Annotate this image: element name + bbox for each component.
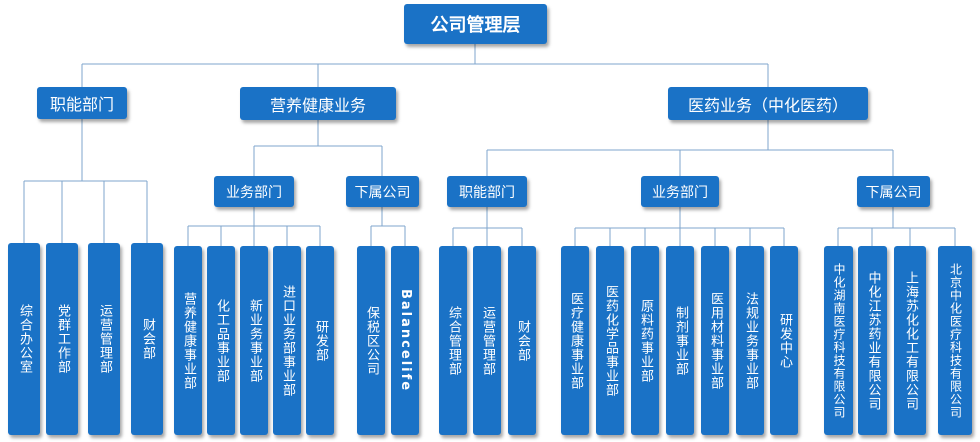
functional-unit-party: 党群工作部 <box>46 243 78 435</box>
pharma-business-dept-node: 业务部门 <box>641 176 719 207</box>
health-subsidiary-node: 下属公司 <box>346 176 419 207</box>
pharma-functional-ops: 运营管理部 <box>473 246 501 435</box>
health-unit-newbiz: 新业务事业部 <box>240 246 268 435</box>
pharma-unit-materials: 医用材料事业部 <box>701 246 729 435</box>
pharma-subsidiary-shanghai: 上海苏化化工有限公司 <box>894 246 926 435</box>
health-business-node: 营养健康业务 <box>240 87 396 120</box>
health-unit-nutrition: 营养健康事业部 <box>174 246 202 435</box>
functional-dept-node: 职能部门 <box>37 87 127 119</box>
pharma-functional-general: 综合管理部 <box>439 246 467 435</box>
health-unit-import: 进口业务部事业部 <box>273 246 301 435</box>
functional-unit-ops: 运营管理部 <box>88 243 120 435</box>
pharma-unit-regulatory: 法规业务事业部 <box>736 246 764 435</box>
health-unit-rnd: 研发部 <box>306 246 334 435</box>
pharma-functional-dept-node: 职能部门 <box>447 176 527 207</box>
pharma-unit-healthcare: 医疗健康事业部 <box>561 246 589 435</box>
pharma-business-node: 医药业务（中化医药） <box>668 87 868 120</box>
functional-unit-office: 综合办公室 <box>8 243 40 435</box>
pharma-unit-rnd-center: 研发中心 <box>770 246 798 435</box>
pharma-subsidiary-jiangsu: 中化江苏药业有限公司 <box>858 246 887 435</box>
health-unit-chemical: 化工品事业部 <box>207 246 235 435</box>
pharma-subsidiary-beijing: 北京中化医疗科技有限公司 <box>938 246 972 435</box>
pharma-subsidiary-hunan: 中化湖南医疗科技有限公司 <box>824 246 853 435</box>
pharma-functional-finance: 财会部 <box>508 246 536 435</box>
health-business-dept-node: 业务部门 <box>214 176 294 207</box>
functional-unit-finance: 财会部 <box>131 243 163 435</box>
pharma-unit-api: 原料药事业部 <box>631 246 659 435</box>
health-subsidiary-balancelife: Balancelife <box>391 246 419 435</box>
root-node: 公司管理层 <box>404 4 547 44</box>
health-subsidiary-bonded: 保税区公司 <box>357 246 385 435</box>
pharma-unit-chemicals: 医药化学品事业部 <box>596 246 624 435</box>
pharma-unit-formulation: 制剂事业部 <box>666 246 694 435</box>
pharma-subsidiary-node: 下属公司 <box>857 176 930 207</box>
